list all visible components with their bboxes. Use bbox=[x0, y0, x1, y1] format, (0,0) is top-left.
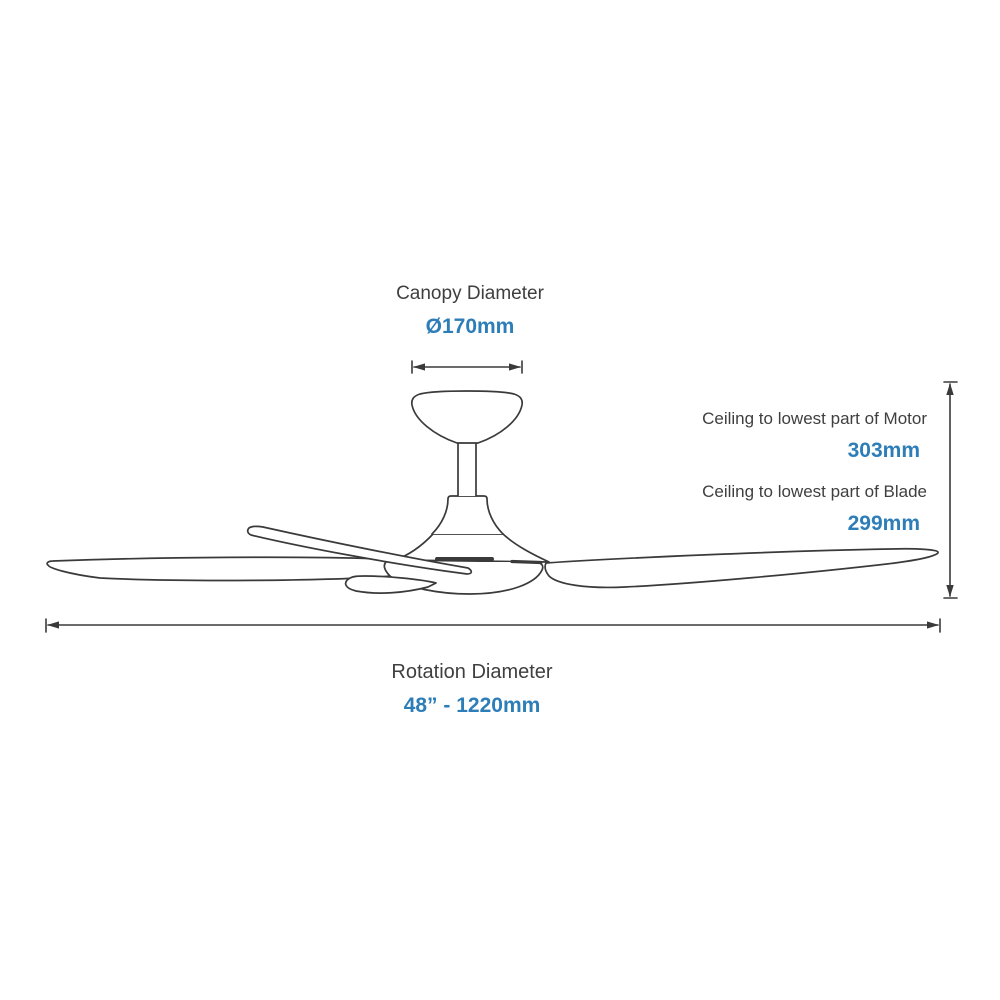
canopy-diameter-value: Ø170mm bbox=[425, 315, 515, 338]
canopy-dimension-line bbox=[411, 360, 523, 374]
motor-clearance-value: 303mm bbox=[847, 439, 920, 462]
blade-clearance-value: 299mm bbox=[847, 512, 920, 535]
rotation-diameter-value: 48” - 1220mm bbox=[403, 694, 541, 717]
canopy-diameter-label: Canopy Diameter bbox=[396, 283, 544, 304]
rotation-dimension-line bbox=[45, 618, 941, 633]
fan-blade-left bbox=[46, 556, 393, 582]
fan-drawing bbox=[46, 390, 939, 595]
fan-downrod bbox=[458, 442, 476, 496]
fan-canopy bbox=[410, 390, 524, 444]
fan-blade-rear bbox=[246, 525, 473, 575]
fan-downrod-sides bbox=[457, 441, 477, 497]
fan-blade-front bbox=[344, 575, 437, 594]
fan-blade-iron-right bbox=[510, 559, 543, 565]
height-dimension-line bbox=[943, 381, 958, 599]
fan-blade-right bbox=[544, 547, 939, 589]
motor-clearance-label: Ceiling to lowest part of Motor bbox=[702, 409, 927, 428]
rotation-diameter-label: Rotation Diameter bbox=[391, 661, 553, 683]
blade-clearance-label: Ceiling to lowest part of Blade bbox=[702, 482, 927, 501]
fan-motor-cone bbox=[431, 495, 504, 535]
